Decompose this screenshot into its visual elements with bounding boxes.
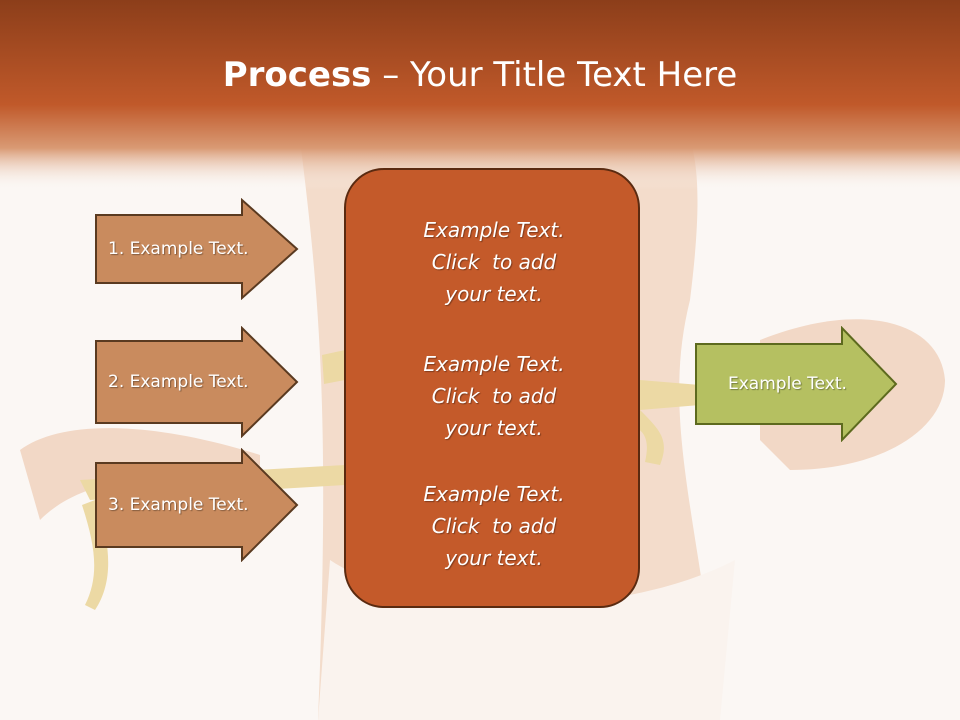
title-rest: – Your Title Text Here — [371, 55, 738, 95]
center-text-box[interactable]: Example Text. Click to add your text. Ex… — [344, 168, 640, 608]
right-arrow-label: Example Text. — [728, 374, 847, 394]
right-arrow[interactable]: Example Text. — [694, 326, 900, 442]
center-block-2: Example Text. Click to add your text. — [346, 348, 642, 444]
page-title: Process – Your Title Text Here — [0, 48, 960, 102]
title-bold: Process — [222, 55, 372, 95]
left-arrow-3-label: 3. Example Text. — [108, 495, 249, 515]
center-block-1-line1: Example Text. — [423, 218, 565, 242]
center-block-2-line1: Example Text. — [423, 352, 565, 376]
center-block-1-line3: your text. — [445, 282, 543, 306]
center-block-3-line1: Example Text. — [423, 482, 565, 506]
center-block-2-line3: your text. — [445, 416, 543, 440]
center-block-3-line3: your text. — [445, 546, 543, 570]
center-block-3-line2: Click to add — [431, 514, 557, 538]
left-arrow-2[interactable]: 2. Example Text. — [94, 326, 300, 438]
center-block-3: Example Text. Click to add your text. — [346, 478, 642, 574]
left-arrow-2-label: 2. Example Text. — [108, 372, 249, 392]
left-arrow-1-label: 1. Example Text. — [108, 239, 249, 259]
left-arrow-3[interactable]: 3. Example Text. — [94, 448, 300, 562]
arrow-shape — [695, 326, 898, 442]
arrow-shape — [95, 198, 299, 300]
arrow-shape — [95, 326, 299, 438]
center-block-2-line2: Click to add — [431, 384, 557, 408]
center-block-1-line2: Click to add — [431, 250, 557, 274]
center-block-1: Example Text. Click to add your text. — [346, 214, 642, 310]
arrow-shape — [95, 448, 299, 562]
left-arrow-1[interactable]: 1. Example Text. — [94, 198, 300, 300]
